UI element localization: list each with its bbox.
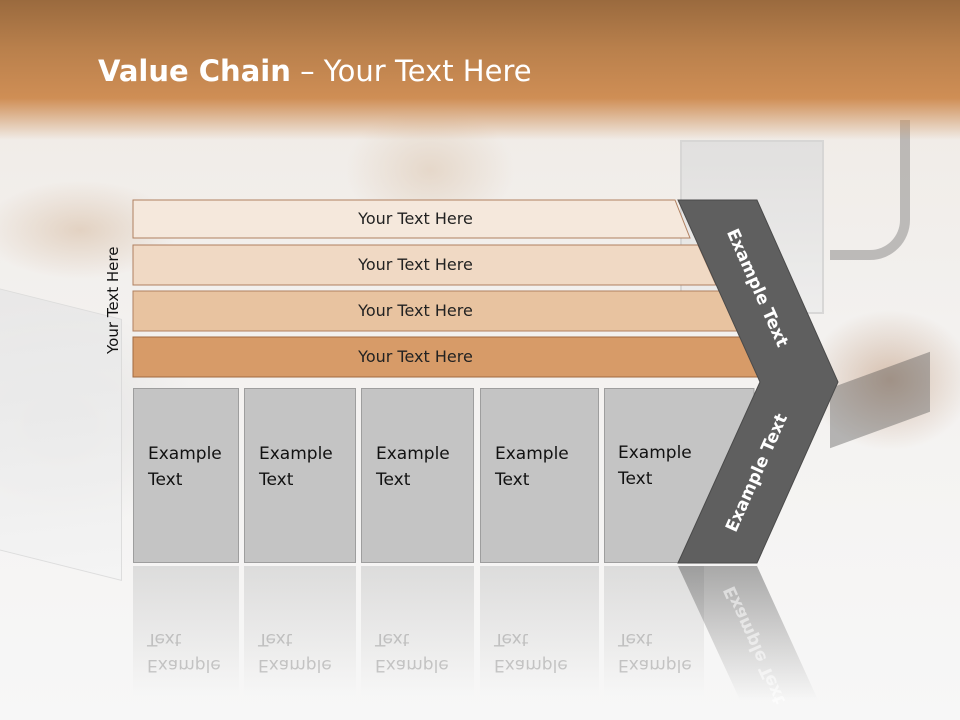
column-2-line1: Example: [259, 444, 333, 464]
column-3-line1: Example: [376, 444, 450, 464]
chevron-shape: [677, 199, 839, 564]
column-1-line2: Text: [148, 470, 183, 490]
bar-1-label: Your Text Here: [358, 209, 473, 228]
bar-2-label: Your Text Here: [358, 255, 473, 274]
column-5-line1: Example: [618, 443, 692, 463]
column-2-line2: Text: [259, 470, 294, 490]
column-5-line2: Text: [618, 469, 653, 489]
column-4-line2: Text: [495, 470, 530, 490]
chevron-reflection: [678, 566, 818, 700]
column-1-line1: Example: [148, 444, 222, 464]
column-4-line1: Example: [495, 444, 569, 464]
slide-title: Value Chain – Your Text Here: [98, 54, 532, 88]
headset-decor: [830, 120, 910, 260]
bar-3-label: Your Text Here: [358, 301, 473, 320]
title-bold: Value Chain: [98, 54, 291, 88]
bar-4-label: Your Text Here: [358, 347, 473, 366]
column-3-line2: Text: [376, 470, 411, 490]
title-bar: [0, 0, 960, 140]
bar-1-shape: [132, 199, 691, 239]
title-rest: – Your Text Here: [290, 54, 532, 88]
